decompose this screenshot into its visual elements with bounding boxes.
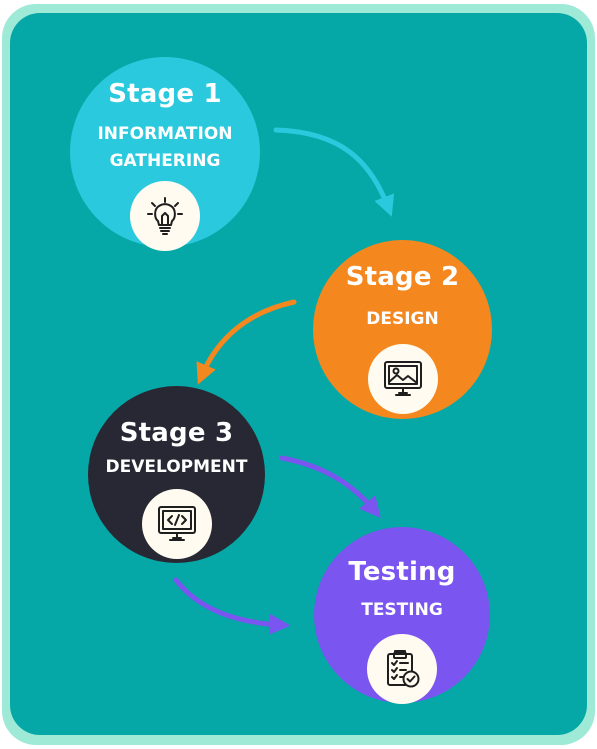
- arrow-stage3-to-testing-lower: [173, 577, 291, 635]
- stage-3-title: Stage 3: [119, 418, 234, 448]
- clipboard-check-icon: [387, 650, 420, 688]
- stage-3-circle: Stage 3 DEVELOPMENT: [88, 386, 265, 563]
- stage-1-subtitle-line-1: INFORMATION: [97, 124, 233, 144]
- testing-circle: Testing TESTING: [314, 527, 490, 704]
- testing-icon-badge: [367, 634, 437, 704]
- stage-2-circle: Stage 2 DESIGN: [313, 240, 492, 419]
- arrow-stage3-to-testing-upper: [279, 455, 381, 519]
- stage-3-icon-badge: [141, 489, 212, 559]
- stage-2-title: Stage 2: [345, 262, 460, 292]
- stage-1-subtitle-line-2: GATHERING: [109, 151, 221, 171]
- stage-1-title: Stage 1: [108, 79, 222, 109]
- stage-1-circle: Stage 1 INFORMATION GATHERING: [70, 57, 260, 251]
- arrow-stage2-to-stage3: [196, 299, 297, 385]
- stage-2-subtitle: DESIGN: [366, 309, 439, 329]
- testing-title: Testing: [348, 557, 456, 587]
- monitor-code-icon: [157, 506, 196, 541]
- testing-subtitle: TESTING: [361, 600, 443, 620]
- stage-2-icon-badge: [367, 344, 438, 414]
- arrow-stage1-to-stage2: [273, 127, 395, 217]
- stage-3-subtitle: DEVELOPMENT: [105, 457, 248, 477]
- stage-1-icon-badge: [130, 181, 200, 251]
- lightbulb-icon: [147, 197, 183, 235]
- monitor-image-icon: [383, 361, 422, 396]
